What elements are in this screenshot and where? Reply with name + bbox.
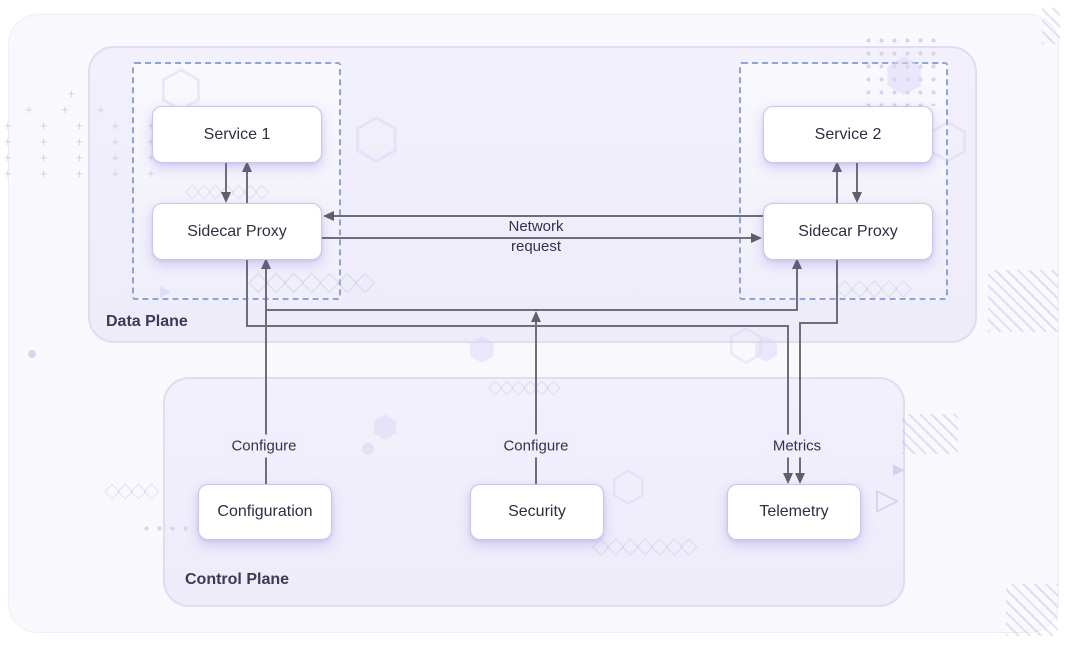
arrowhead-down-icon [783,473,793,484]
telemetry-node: Telemetry [727,484,861,540]
edge-network-request-leftward-line [334,215,763,217]
edge-metrics-left-down-line [246,258,248,327]
security-label: Security [508,503,566,520]
edge-metrics-right-across-line [799,322,838,324]
service-2-node: Service 2 [763,106,933,163]
sidecar-proxy-left-label: Sidecar Proxy [187,222,287,240]
arrowhead-up-icon [261,258,271,269]
arrowhead-down-icon [221,192,231,203]
security-node: Security [470,484,604,540]
arrowhead-left-icon [323,211,334,221]
arrowhead-up-icon [792,258,802,269]
service-group-right-dashed-box [739,62,948,300]
network-request-label: Network request [508,217,563,257]
configure-center-label: Configure [497,434,575,458]
telemetry-label: Telemetry [759,503,829,520]
network-request-label-line1: Network [508,218,564,235]
sidecar-proxy-right-label: Sidecar Proxy [798,222,898,240]
arrowhead-up-icon [531,311,541,322]
edge-security-branch-line [265,309,798,311]
edge-configuration-configure-line [265,269,267,484]
sidecar-proxy-right-node: Sidecar Proxy [763,203,933,260]
service-2-label: Service 2 [814,125,882,143]
edge-configure-right-proxy-line [796,269,798,310]
data-plane-label: Data Plane [106,313,188,330]
network-request-label-line2: request [510,238,562,255]
edge-proxy-to-service2-line [836,172,838,203]
edge-security-configure-line [535,322,537,484]
arrowhead-up-icon [242,161,252,172]
configuration-node: Configuration [198,484,332,540]
arrowhead-up-icon [832,161,842,172]
configuration-label: Configuration [217,503,313,520]
edge-metrics-left-to-telemetry-line [787,325,789,473]
arrowhead-down-icon [852,192,862,203]
edge-metrics-right-to-telemetry-line [799,322,801,473]
sidecar-proxy-left-node: Sidecar Proxy [152,203,322,260]
service-1-label: Service 1 [203,125,271,143]
metrics-label: Metrics [766,434,828,458]
edge-network-request-rightward-line [320,237,751,239]
edge-proxy-to-service1-line [246,172,248,203]
configure-left-label: Configure [225,434,303,458]
edge-metrics-left-across-line [246,325,789,327]
control-plane-label: Control Plane [185,571,290,588]
arrowhead-right-icon [751,233,762,243]
service-1-node: Service 1 [152,106,322,163]
edge-metrics-right-down-line [836,258,838,324]
service-group-left-dashed-box [132,62,341,300]
edge-service2-to-proxy-line [856,161,858,193]
edge-service1-to-proxy-line [225,161,227,193]
arrowhead-down-icon [795,473,805,484]
